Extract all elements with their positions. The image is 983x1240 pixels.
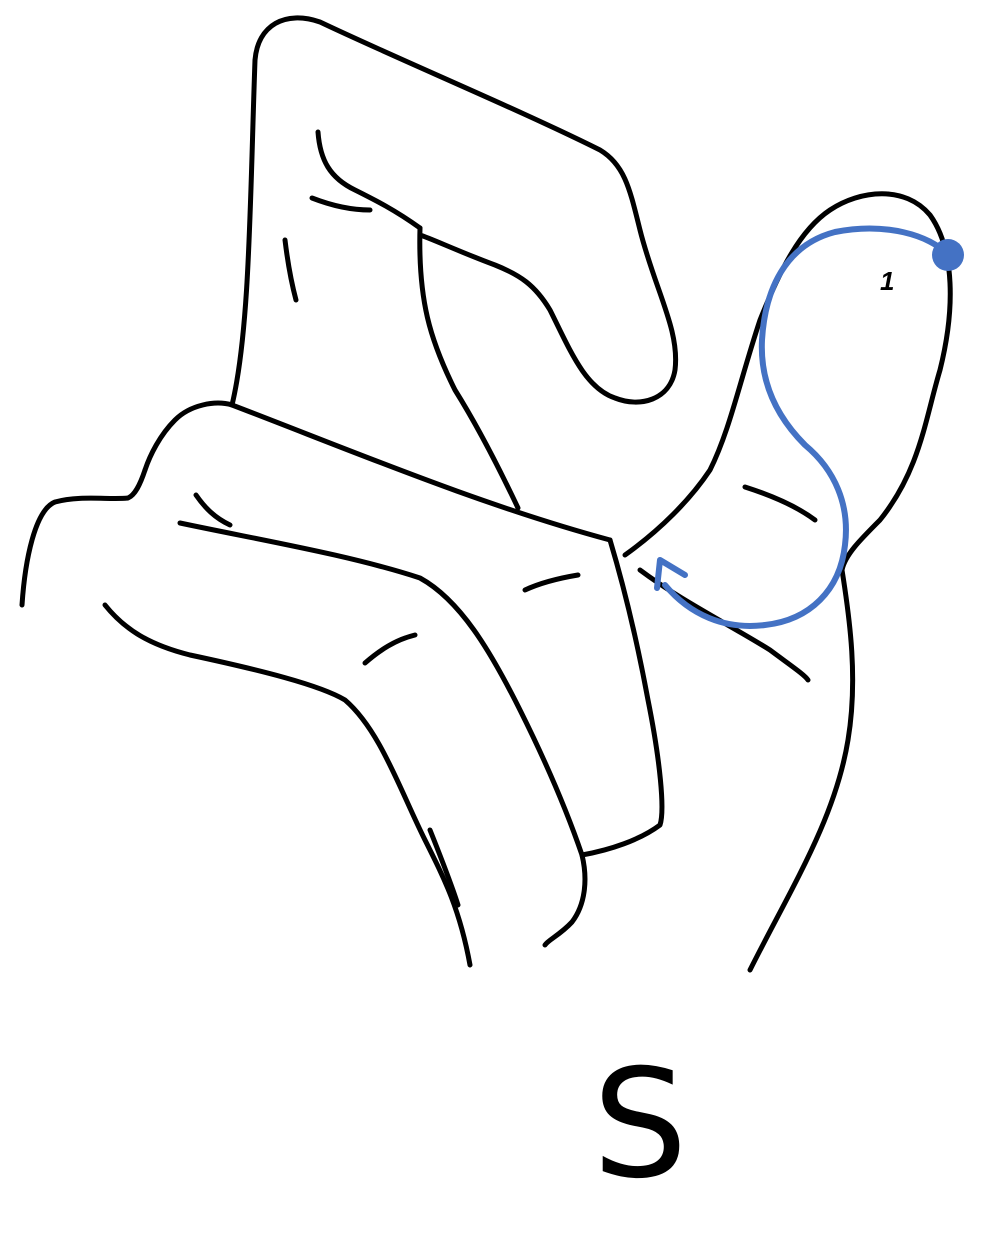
movement-path [654, 225, 964, 629]
hand-outline-icon [19, 15, 953, 973]
letter-caption: S [592, 1038, 688, 1212]
stroke-number-label: 1 [880, 266, 894, 296]
stroke-start-dot-icon [932, 239, 964, 271]
arrowhead-icon [654, 557, 688, 591]
